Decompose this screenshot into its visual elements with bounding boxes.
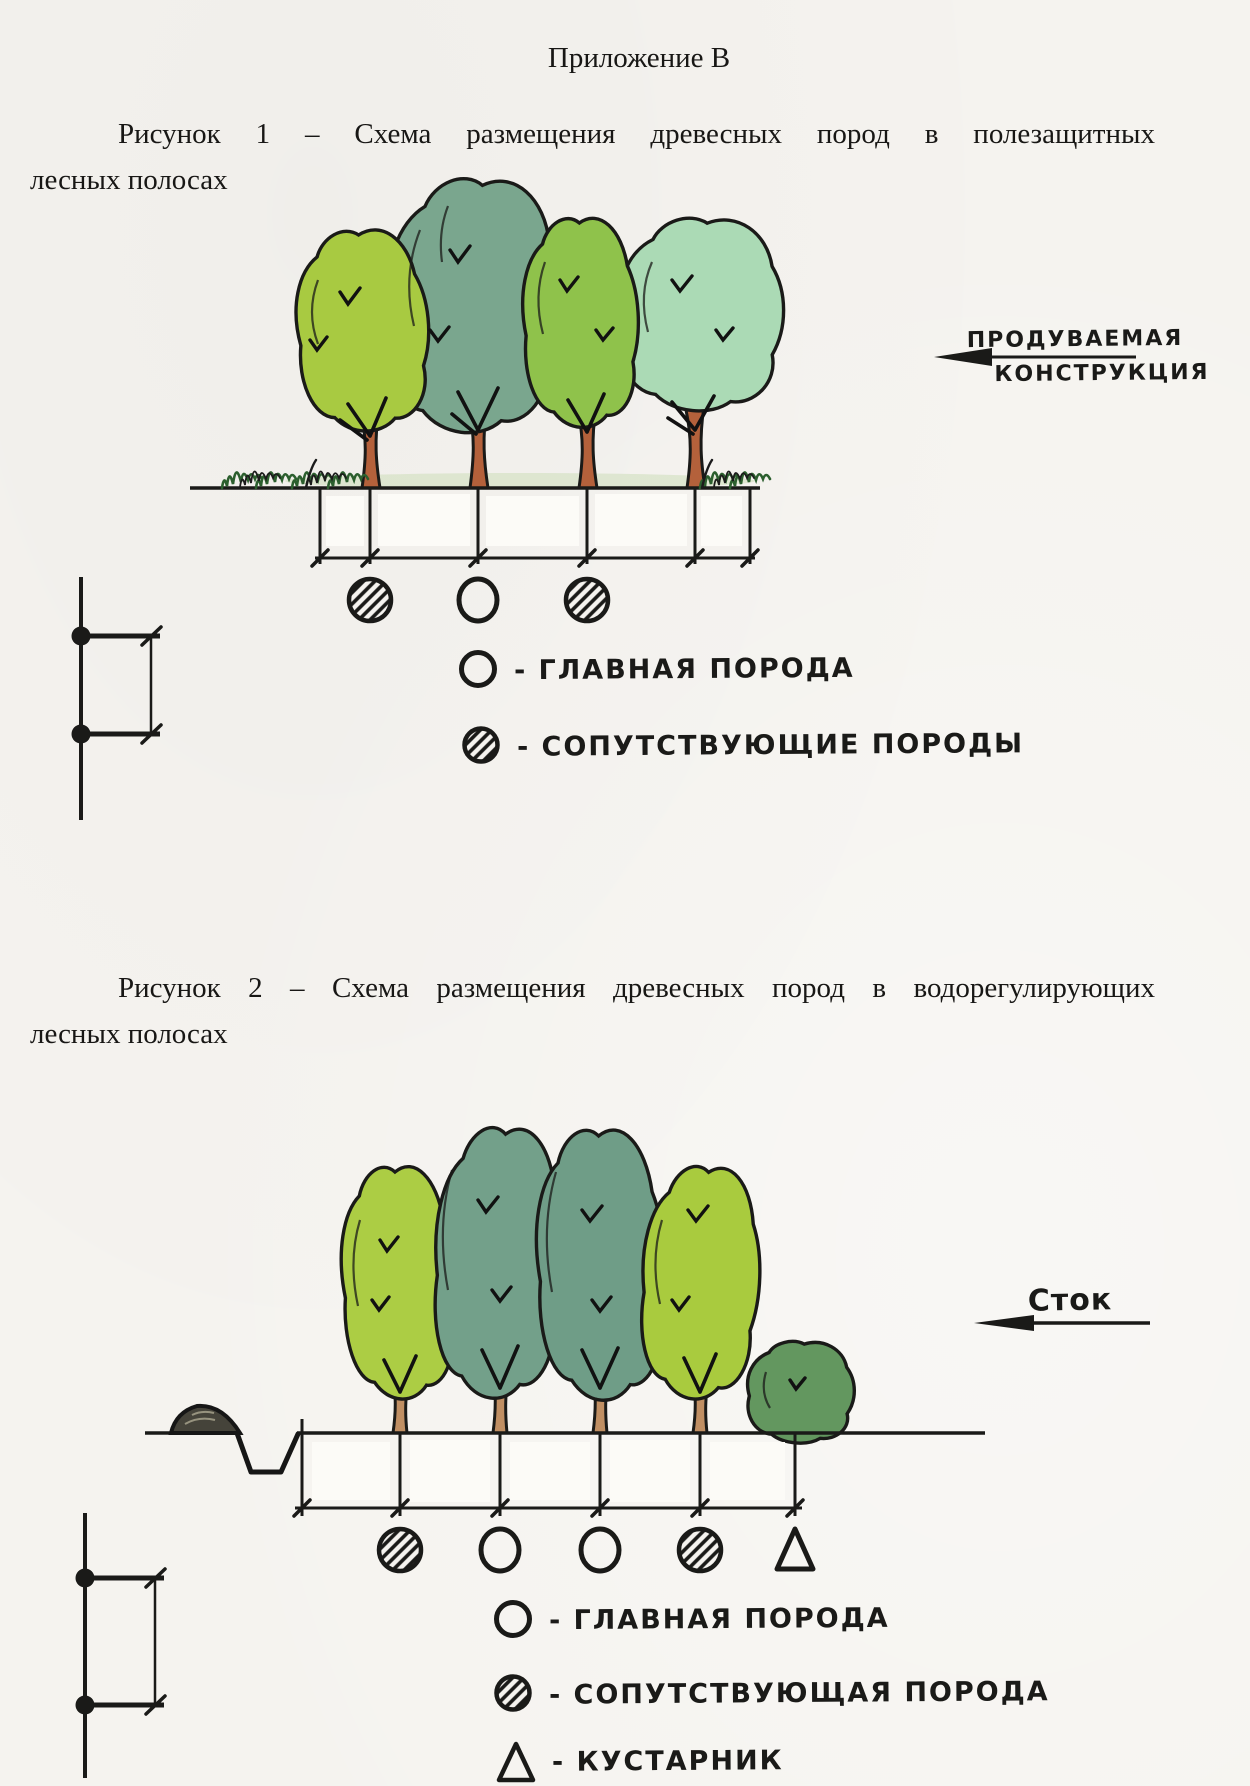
legend-label: - ГЛАВНАЯ ПОРОДА — [513, 652, 855, 686]
figure1-row-spacing-diagram — [71, 577, 163, 820]
figure2-crowns — [336, 1126, 856, 1445]
figure2-symbols-row — [376, 1526, 816, 1574]
ground-wash — [285, 473, 755, 489]
crown-marks — [370, 1195, 807, 1392]
crown-marks — [308, 244, 735, 353]
branches — [382, 1344, 718, 1394]
figure1-dimensions — [310, 488, 760, 568]
figure2-dimensions — [292, 1419, 805, 1518]
figure2-row-spacing-diagram — [75, 1513, 167, 1778]
figure2-legend-companion-species: - СОПУТСТВУЮЩАЯ ПОРОДА — [491, 1670, 1050, 1716]
runoff-annotation: Сток — [1027, 1282, 1113, 1319]
eraser-patch — [486, 496, 579, 546]
figure2-caption-line2: лесных полосах — [30, 1018, 228, 1050]
open-circle-icon — [494, 1600, 532, 1638]
runoff-arrow — [974, 1315, 1150, 1331]
hatched-circle-icon — [462, 726, 500, 764]
main-species-symbol — [456, 576, 500, 624]
eraser-patch — [410, 1440, 490, 1502]
wind-arrow — [934, 348, 1136, 366]
figure1-symbols-row — [346, 576, 611, 624]
eraser-patch — [326, 496, 364, 546]
companion-species-symbol — [676, 1526, 724, 1574]
dimension-ticks — [310, 548, 760, 568]
companion-species-symbol — [563, 576, 611, 624]
drainage-ditch — [234, 1430, 301, 1475]
figure1-legend-main-species: - ГЛАВНАЯ ПОРОДА — [456, 646, 855, 692]
triangle-icon — [496, 1741, 536, 1783]
legend-label: - КУСТАРНИК — [551, 1744, 784, 1778]
eraser-patch — [378, 494, 470, 546]
branches — [338, 386, 716, 442]
shrub-symbol — [774, 1526, 816, 1572]
figure2-drawing — [145, 1126, 985, 1571]
figure1-caption-line1: Рисунок 1 – Схема размещения древесных п… — [118, 118, 1155, 150]
eraser-patch — [312, 1442, 390, 1500]
arrowhead-left-icon — [974, 1315, 1034, 1331]
figure1-caption-line2: лесных полосах — [30, 164, 228, 196]
grass — [220, 458, 772, 490]
wind-annotation-line2: КОНСТРУКЦИЯ — [994, 359, 1210, 388]
figure1-drawing — [190, 175, 787, 621]
eraser-patch — [595, 494, 687, 546]
figure2-caption-line1: Рисунок 2 – Схема размещения древесных п… — [118, 972, 1155, 1004]
legend-label: - СОПУТСТВУЮЩАЯ ПОРОДА — [548, 1675, 1050, 1711]
crown-texture — [352, 1169, 771, 1409]
tree-crown — [520, 216, 642, 429]
tree-crown — [616, 216, 787, 414]
wind-annotation-line1: ПРОДУВАЕМАЯ — [966, 325, 1184, 354]
eraser-patch — [701, 496, 742, 546]
main-species-symbol — [578, 1526, 622, 1574]
figure1-legend-companion-species: - СОПУТСТВУЮЩИЕ ПОРОДЫ — [459, 722, 1024, 768]
open-circle-icon — [459, 650, 497, 688]
companion-species-symbol — [376, 1526, 424, 1574]
mound-highlight — [184, 1410, 216, 1425]
arrowhead-left-icon — [934, 348, 992, 366]
hatched-circle-icon — [494, 1674, 532, 1712]
crown-texture — [310, 205, 654, 345]
eraser-patch — [610, 1440, 690, 1502]
legend-label: - ГЛАВНАЯ ПОРОДА — [548, 1602, 890, 1636]
page-title: Приложение В — [547, 42, 731, 74]
eraser-patch — [710, 1442, 785, 1500]
eraser-patch — [510, 1442, 590, 1500]
figure2-legend-main-species: - ГЛАВНАЯ ПОРОДА — [491, 1596, 890, 1642]
main-species-symbol — [478, 1526, 522, 1574]
dimension-ticks — [292, 1498, 805, 1518]
companion-species-symbol — [346, 576, 394, 624]
shrub — [746, 1340, 856, 1445]
figure2-legend-shrub: - КУСТАРНИК — [494, 1738, 784, 1784]
legend-label: - СОПУТСТВУЮЩИЕ ПОРОДЫ — [516, 727, 1025, 763]
